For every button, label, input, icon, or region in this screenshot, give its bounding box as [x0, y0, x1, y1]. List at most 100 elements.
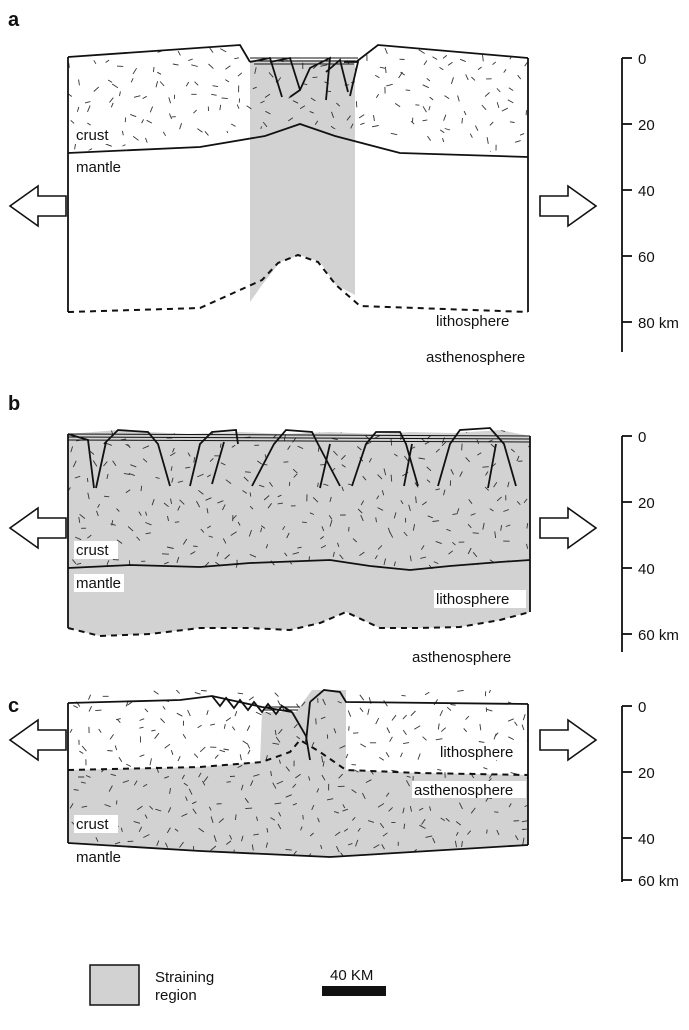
texture-dash	[114, 841, 121, 845]
legend-scale-bar	[322, 986, 386, 996]
texture-dash	[292, 100, 299, 104]
texture-dash	[490, 867, 496, 869]
texture-dash	[109, 734, 114, 740]
texture-dash	[419, 824, 426, 829]
texture-dash	[110, 102, 114, 108]
texture-dash	[304, 48, 311, 52]
texture-dash	[482, 54, 484, 62]
texture-dash	[321, 774, 326, 781]
texture-dash	[521, 820, 528, 823]
texture-dash	[386, 727, 391, 734]
texture-dash	[176, 712, 183, 717]
texture-dash	[389, 736, 393, 742]
texture-dash	[162, 131, 166, 137]
texture-dash	[246, 105, 252, 110]
texture-dash	[236, 104, 240, 109]
texture-dash	[350, 123, 354, 129]
texture-dash	[490, 443, 496, 449]
texture-dash	[234, 814, 237, 821]
texture-dash	[160, 718, 166, 724]
texture-dash	[270, 817, 276, 821]
texture-dash	[122, 780, 130, 784]
texture-dash	[394, 103, 401, 108]
texture-dash	[176, 148, 183, 153]
texture-dash	[397, 140, 399, 147]
texture-dash	[142, 458, 148, 463]
texture-dash	[210, 816, 214, 824]
texture-dash	[285, 766, 290, 772]
texture-dash	[219, 749, 226, 753]
texture-dash	[415, 496, 417, 504]
texture-dash	[277, 502, 283, 505]
texture-dash	[69, 803, 74, 809]
texture-dash	[457, 45, 460, 51]
texture-dash	[384, 66, 387, 74]
texture-dash	[73, 866, 77, 869]
texture-dash	[403, 531, 408, 537]
texture-dash	[166, 546, 174, 549]
texture-dash	[396, 858, 402, 860]
texture-dash	[245, 807, 253, 810]
extension-arrow-left-c	[8, 718, 67, 762]
texture-dash	[219, 104, 222, 111]
texture-dash	[277, 823, 282, 830]
texture-dash	[72, 460, 77, 468]
tick-a-40: 40	[638, 183, 655, 200]
lithosphere-base-a	[67, 253, 529, 313]
lithosphere-base-b	[67, 610, 531, 638]
texture-dash	[422, 106, 427, 113]
texture-dash	[243, 476, 249, 482]
texture-dash	[446, 706, 452, 711]
texture-dash	[225, 717, 232, 722]
texture-dash	[149, 805, 154, 810]
texture-dash	[422, 119, 428, 122]
texture-dash	[410, 710, 416, 717]
texture-dash	[206, 710, 209, 716]
texture-dash	[225, 479, 232, 484]
texture-dash	[420, 556, 427, 559]
texture-dash	[374, 74, 380, 79]
texture-dash	[347, 842, 353, 846]
texture-dash	[469, 133, 473, 138]
texture-dash	[226, 130, 230, 137]
texture-dash	[304, 859, 308, 860]
texture-dash	[237, 72, 243, 77]
texture-dash	[164, 775, 169, 779]
texture-dash	[144, 814, 148, 819]
texture-dash	[121, 130, 124, 136]
lithosphere-base-c	[67, 738, 529, 776]
texture-dash	[73, 51, 78, 56]
texture-dash	[496, 829, 500, 836]
texture-dash	[369, 861, 371, 867]
texture-dash	[478, 741, 485, 743]
texture-dash	[400, 752, 403, 758]
texture-dash	[249, 505, 254, 510]
texture-dash	[321, 526, 325, 532]
texture-dash	[414, 725, 421, 730]
texture-dash	[241, 835, 244, 842]
texture-dash	[203, 776, 209, 782]
texture-dash	[246, 725, 251, 731]
texture-dash	[320, 536, 324, 540]
texture-dash	[479, 724, 482, 731]
texture-dash	[360, 500, 364, 506]
texture-dash	[516, 455, 520, 462]
texture-dash	[329, 519, 333, 527]
texture-dash	[418, 147, 423, 154]
texture-dash	[426, 77, 431, 82]
texture-dash	[142, 445, 150, 449]
texture-dash	[310, 97, 316, 102]
texture-dash	[335, 846, 340, 853]
texture-dash	[357, 827, 361, 832]
texture-dash	[403, 742, 410, 745]
texture-dash	[488, 150, 492, 155]
texture-dash	[516, 501, 521, 506]
texture-dash	[474, 125, 479, 131]
straining-region-b	[68, 430, 530, 636]
texture-dash	[320, 545, 327, 549]
texture-dash	[173, 430, 177, 435]
texture-dash	[309, 110, 314, 114]
texture-dash	[72, 559, 77, 564]
texture-dash	[264, 93, 271, 98]
crust-top-left-a	[67, 44, 251, 63]
